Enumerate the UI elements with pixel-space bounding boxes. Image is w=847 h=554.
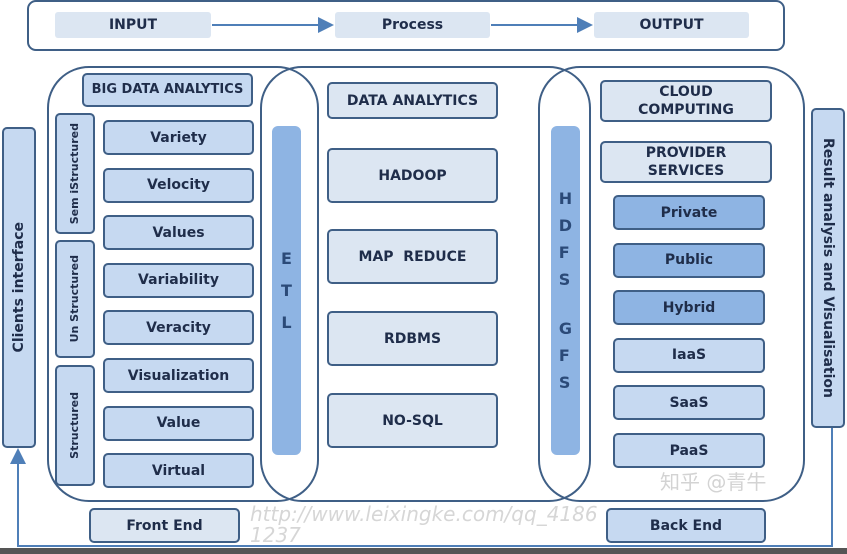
group-semistructured: Sem iStructured: [55, 113, 95, 234]
group-label: Un Structured: [68, 255, 81, 343]
watermark-url: http://www.leixingke.com/qq_41861237: [250, 502, 598, 547]
cloud-item: Private: [613, 195, 765, 230]
cloud-item: Hybrid: [613, 290, 765, 326]
back-end: Back End: [606, 508, 766, 543]
bottom-strip: [0, 548, 847, 554]
cloud-item: PaaS: [613, 433, 765, 468]
etl-letter: L: [281, 312, 292, 332]
map-reduce: MAP REDUCE: [327, 229, 498, 284]
cloud-item: SaaS: [613, 385, 765, 421]
cloud-item: Public: [613, 242, 765, 278]
process-box: Process: [335, 12, 490, 38]
hadoop: HADOOP: [327, 148, 498, 203]
data-analytics: DATA ANALYTICS: [327, 82, 498, 119]
clients-interface: Clients interface: [2, 127, 36, 448]
watermark-zhihu: 知乎 @青牛: [660, 470, 767, 494]
big-data-analytics: BIG DATA ANALYTICS: [82, 73, 253, 107]
no-sql: NO-SQL: [327, 393, 498, 448]
group-unstructured: Un Structured: [55, 240, 95, 358]
rdbms: RDBMS: [327, 311, 498, 366]
left-capsule: [47, 66, 319, 502]
etl-letter: T: [281, 280, 292, 300]
v-item: Values: [103, 215, 254, 251]
v-item: Variability: [103, 262, 254, 298]
v-item: Veracity: [103, 310, 254, 346]
v-item: Velocity: [103, 167, 254, 203]
v-item: Value: [103, 405, 254, 441]
output-box: OUTPUT: [594, 12, 749, 38]
right-capsule: [538, 66, 805, 502]
etl-letter: E: [281, 248, 292, 268]
group-structured: Structured: [55, 365, 95, 486]
cloud-computing: CLOUD COMPUTING: [600, 80, 772, 122]
clients-label: Clients interface: [11, 222, 27, 353]
input-box: INPUT: [55, 12, 211, 38]
group-label: Structured: [68, 392, 81, 459]
group-label: Sem iStructured: [68, 122, 81, 225]
v-item: Virtual: [103, 453, 254, 489]
v-item: Visualization: [103, 358, 254, 393]
cloud-item: IaaS: [613, 337, 765, 373]
middle-capsule: [260, 66, 591, 502]
front-end: Front End: [89, 508, 240, 543]
result-analysis: Result analysis and Visualisation: [811, 108, 845, 428]
v-item: Variety: [103, 120, 254, 155]
provider-services: PROVIDER SERVICES: [600, 141, 772, 183]
result-label: Result analysis and Visualisation: [820, 138, 836, 398]
